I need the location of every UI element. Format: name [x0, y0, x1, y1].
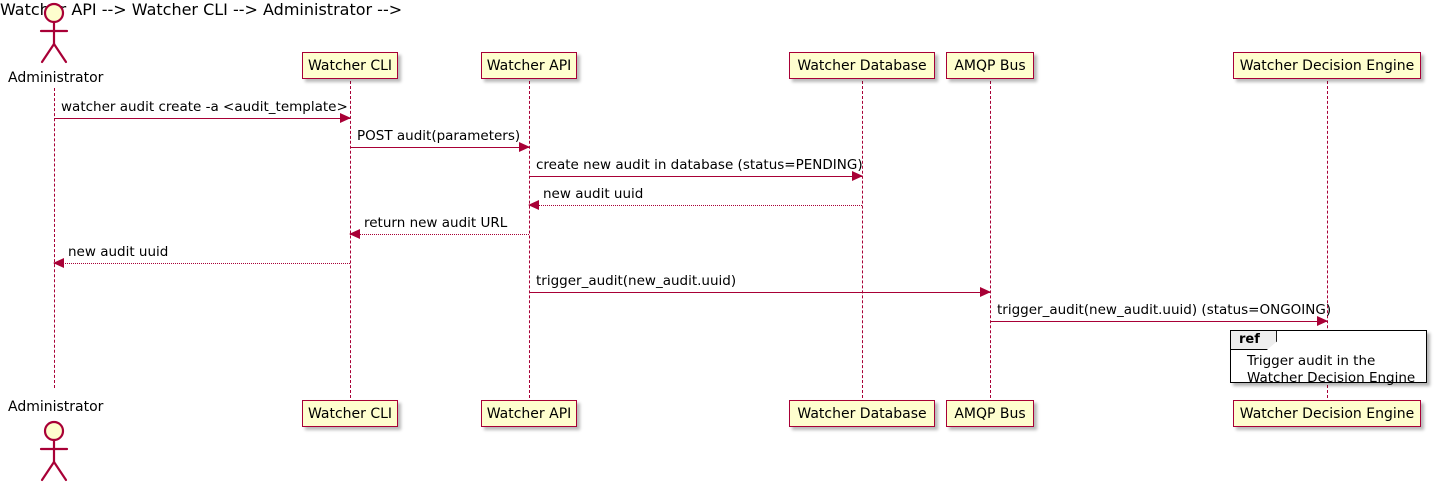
participant-amqp-bus-top[interactable]: AMQP Bus: [946, 52, 1034, 79]
message-label: return new audit URL: [364, 214, 508, 231]
participant-label: AMQP Bus: [954, 57, 1026, 74]
participant-watcher-database-bottom[interactable]: Watcher Database: [789, 400, 935, 427]
participant-watcher-api-bottom[interactable]: Watcher API: [481, 400, 577, 427]
message-label: trigger_audit(new_audit.uuid): [536, 272, 737, 289]
lifeline-administrator: [54, 88, 55, 388]
lifeline-amqp-bus: [990, 81, 991, 398]
arrow-head-right-icon: [340, 113, 351, 123]
ref-fragment-keyword: ref: [1231, 331, 1277, 350]
arrow-head-right-icon: [519, 142, 530, 152]
actor-icon: [39, 420, 69, 482]
ref-fragment: ref Trigger audit in the Watcher Decisio…: [1230, 330, 1427, 386]
participant-label: Watcher Database: [797, 57, 927, 74]
participant-amqp-bus-bottom[interactable]: AMQP Bus: [946, 400, 1034, 427]
arrow-head-left-icon: [528, 200, 539, 210]
message-label: POST audit(parameters): [357, 127, 521, 144]
participant-label: Watcher CLI: [307, 57, 393, 74]
arrow-head-left-icon: [53, 258, 64, 268]
lifeline-watcher-decision-engine: [1327, 81, 1328, 398]
message-label: create new audit in database (status=PEN…: [536, 156, 863, 173]
ref-fragment-text: Trigger audit in the Watcher Decision En…: [1247, 353, 1416, 386]
participant-label: Watcher Decision Engine: [1239, 405, 1415, 422]
participant-watcher-decision-engine-bottom[interactable]: Watcher Decision Engine: [1233, 400, 1421, 427]
participant-watcher-database-top[interactable]: Watcher Database: [789, 52, 935, 79]
message-line: [350, 147, 529, 148]
participant-label: Watcher Database: [797, 405, 927, 422]
participant-watcher-decision-engine-top[interactable]: Watcher Decision Engine: [1233, 52, 1421, 79]
participant-watcher-api-top[interactable]: Watcher API: [481, 52, 577, 79]
message-line: [54, 263, 350, 264]
message-label: trigger_audit(new_audit.uuid) (status=ON…: [997, 301, 1332, 318]
actor-icon: [39, 2, 69, 64]
actor-label-administrator-bottom: Administrator: [8, 399, 104, 415]
message-line: [990, 321, 1327, 322]
actor-label-administrator-top: Administrator: [8, 70, 104, 86]
participant-label: Watcher API: [486, 405, 572, 422]
participant-label: Watcher Decision Engine: [1239, 57, 1415, 74]
message-label: new audit uuid: [543, 185, 644, 202]
participant-watcher-cli-bottom[interactable]: Watcher CLI: [302, 400, 398, 427]
message-label: new audit uuid: [68, 243, 169, 260]
message-line: [529, 292, 990, 293]
message-line: [54, 118, 350, 119]
lifeline-watcher-database: [862, 81, 863, 398]
arrow-head-right-icon: [852, 171, 863, 181]
arrow-head-right-icon: [1317, 316, 1328, 326]
arrow-head-right-icon: [980, 287, 991, 297]
message-line: [529, 176, 862, 177]
message-line: [529, 205, 862, 206]
lifeline-watcher-api: [529, 81, 530, 398]
message-label: watcher audit create -a <audit_template>: [61, 98, 348, 115]
actor-administrator-top: [28, 2, 80, 64]
participant-watcher-cli-top[interactable]: Watcher CLI: [302, 52, 398, 79]
message-line: [350, 234, 529, 235]
participant-label: AMQP Bus: [954, 405, 1026, 422]
arrow-head-left-icon: [349, 229, 360, 239]
lifeline-watcher-cli: [350, 81, 351, 398]
participant-label: Watcher API: [486, 57, 572, 74]
participant-label: Watcher CLI: [307, 405, 393, 422]
actor-administrator-bottom: [28, 420, 80, 482]
